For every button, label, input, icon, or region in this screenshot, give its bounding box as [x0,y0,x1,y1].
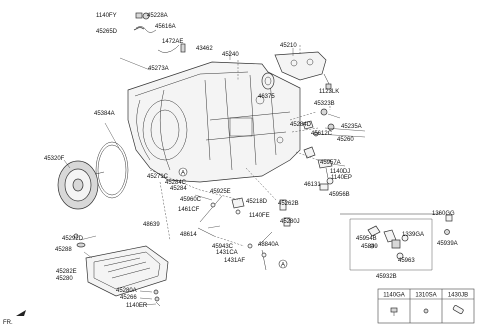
legend-bolt-icon [390,307,398,316]
label-48840a: 48840A [258,242,279,248]
label-1140fe: 1140FE [249,213,270,219]
label-1472ae: 1472AE [162,39,183,45]
label-45260: 45260 [337,137,354,143]
oil-pan [73,233,169,307]
reference-a-marks: A A [178,167,288,269]
label-45273a: 45273A [148,66,169,72]
part-labels: 1140FY 45228A 45616A 45265D 1472AE 43462… [44,13,458,309]
label-45932b: 45932B [376,274,397,280]
label-45284: 45284 [170,186,187,192]
label-45265d: 45265D [96,29,118,35]
label-45957a: 45957A [320,160,341,166]
label-45210: 45210 [280,43,297,49]
label-1431af: 1431AF [224,258,245,264]
label-45271c: 45271C [147,174,169,180]
label-1431ca: 1431CA [216,250,238,256]
transmission-case [127,61,301,183]
label-45943c: 45943C [212,244,234,250]
label-45939a: 45939A [437,241,458,247]
label-45218d: 45218D [246,199,268,205]
top-left-small-parts [133,12,186,53]
legend-table: 1140GA 1310SA 1430JB [377,288,475,324]
legend-screw-icon [423,308,429,314]
label-1123lk: 1123LK [319,89,339,95]
label-48639: 48639 [143,222,160,228]
label-45320f: 45320F [44,156,65,162]
right-small-parts [302,108,335,191]
label-45323b: 45323B [314,101,335,107]
label-45849: 45849 [361,244,378,250]
label-1339ga: 1339GA [402,232,424,238]
label-1461cf: 1461CF [178,207,200,213]
label-1360gg: 1360GG [432,211,455,217]
label-46375: 46375 [258,94,275,100]
front-arrow-icon [16,310,26,316]
legend-header-3: 1430JB [448,293,468,299]
legend-header-1: 1140GA [383,293,405,299]
leader-lines [63,45,440,306]
label-48614: 48614 [180,232,197,238]
label-45280a: 45280A [116,288,137,294]
label-1140ep: 1140EP [331,175,352,181]
label-45956b: 45956B [329,192,350,198]
label-43462: 43462 [196,46,213,52]
label-45284c: 45284C [165,180,187,186]
label-1140dj: 1140DJ [330,169,350,175]
label-45280j: 45280J [280,219,300,225]
label-45612c: 45612C [311,131,333,137]
legend-clip-icon [452,305,464,315]
label-1140fy: 1140FY [96,13,117,19]
torque-converter-group [57,141,129,210]
label-45954b: 45954B [356,236,377,242]
label-45282e: 45282E [56,269,77,275]
fr-label: FR. [3,320,13,326]
valve-body-group [349,214,453,271]
rear-mount-bracket [274,51,332,90]
label-45963: 45963 [398,258,415,264]
label-45228a: 45228A [147,13,168,19]
legend-header-2: 1310SA [415,293,436,299]
label-45235a: 45235A [341,124,362,130]
label-45262b: 45262B [278,201,299,207]
label-45266: 45266 [120,295,137,301]
label-45960c: 45960C [180,197,202,203]
label-45280: 45280 [56,276,73,282]
label-45284d: 45284D [290,122,312,128]
label-1140er: 1140ER [126,303,148,309]
label-46131: 46131 [304,182,321,188]
label-45616a: 45616A [155,24,176,30]
ref-a-2: A [281,263,285,269]
label-45288: 45288 [55,247,72,253]
label-45925e: 45925E [210,189,231,195]
rear-seal [261,72,275,90]
label-45240: 45240 [222,52,239,58]
ref-a-1: A [181,171,185,177]
label-45292d: 45292D [62,236,84,242]
shift-linkage [197,195,291,271]
label-45384a: 45384A [94,111,115,117]
front-direction-indicator: FR. [3,310,26,326]
